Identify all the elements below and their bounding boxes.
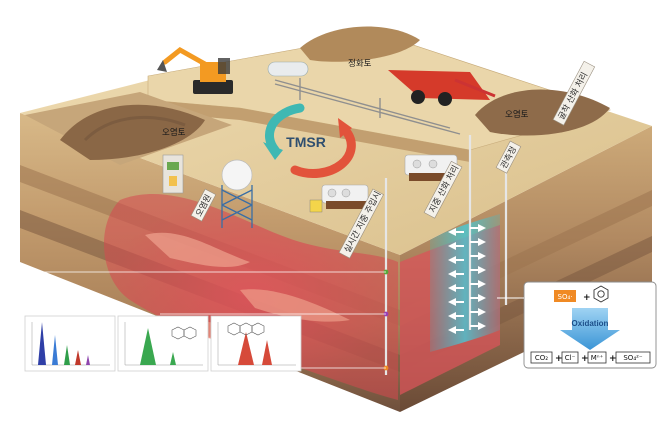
oxidant-label: SO₄· <box>558 293 573 301</box>
svg-text:CO₂: CO₂ <box>535 354 548 362</box>
label-contaminated-soil-left: 오염토 <box>162 127 186 138</box>
svg-text:+: + <box>583 293 591 303</box>
reaction-panel: SO₄· + Oxidation CO₂ + Cl⁻ + Mⁿ⁺ + SO₄²⁻ <box>497 281 657 369</box>
svg-text:오염토: 오염토 <box>162 127 186 138</box>
flow-arrow-row <box>448 266 486 278</box>
molecule-icon <box>171 326 197 340</box>
sphere-tank-icon <box>221 159 253 228</box>
svg-text:오염토: 오염토 <box>505 109 529 120</box>
products-row: CO₂ + Cl⁻ + Mⁿ⁺ + SO₄²⁻ <box>530 351 651 364</box>
flow-arrow-row <box>448 308 486 320</box>
spectrum-panel-2 <box>117 315 209 372</box>
purified-soil-pile <box>300 26 420 62</box>
spectrum-panel-1 <box>24 315 116 372</box>
storage-tank-icon <box>267 61 309 77</box>
flow-arrows <box>448 224 486 334</box>
svg-text:Mⁿ⁺: Mⁿ⁺ <box>591 354 604 362</box>
groundwater-flow-zone <box>430 214 500 352</box>
tmsr-cycle: TMSR <box>263 103 356 178</box>
flow-arrow-row <box>448 252 486 264</box>
svg-text:+: + <box>609 354 617 364</box>
cycle-arrow-left <box>264 103 305 155</box>
benzene-icon <box>593 285 609 303</box>
flow-arrow-row <box>448 238 486 250</box>
oxidation-label: Oxidation <box>572 319 609 328</box>
cycle-arrow-right <box>290 125 356 178</box>
cycle-label: TMSR <box>286 134 326 150</box>
oxidant-badge <box>554 290 576 302</box>
screening-machine-icon <box>388 70 496 106</box>
svg-text:Cl⁻: Cl⁻ <box>565 354 576 362</box>
dispenser-icon <box>162 154 184 194</box>
surface-pipes <box>274 78 461 135</box>
molecule-icon <box>227 322 265 336</box>
injection-unit-icon <box>309 154 458 213</box>
oxidation-arrow <box>560 308 620 350</box>
flow-arrow-row <box>448 280 486 292</box>
label-purified-soil: 정화토 <box>348 58 372 69</box>
label-contaminated-soil-right: 오염토 <box>505 109 529 120</box>
svg-text:+: + <box>581 354 589 364</box>
svg-text:SO₄²⁻: SO₄²⁻ <box>623 354 643 362</box>
svg-text:+: + <box>555 354 563 364</box>
flow-arrow-row <box>448 294 486 306</box>
flow-arrow-row <box>448 322 486 334</box>
spectrum-panel-3 <box>210 315 302 372</box>
svg-text:정화토: 정화토 <box>348 58 372 69</box>
contaminated-soil-pile-left <box>60 104 205 160</box>
plateau-wall <box>148 100 470 162</box>
excavator-icon <box>157 46 233 94</box>
